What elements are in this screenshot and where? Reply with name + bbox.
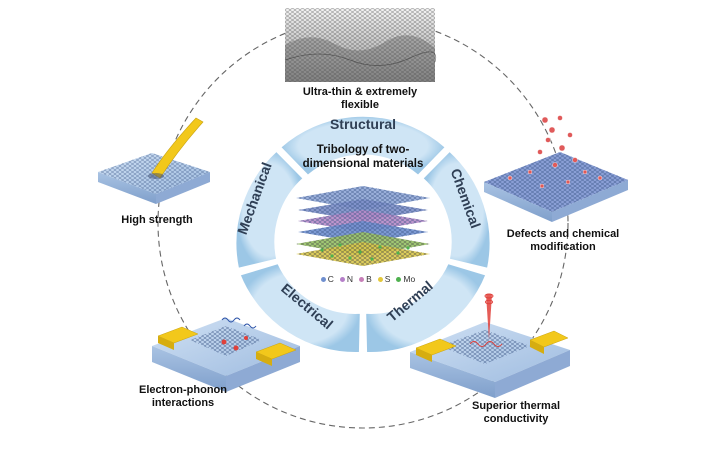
element-dot-icon bbox=[339, 277, 345, 282]
thermal-conductivity-illustration bbox=[410, 293, 570, 398]
ring-segment-thermal bbox=[364, 261, 488, 354]
element-symbol: S bbox=[384, 274, 391, 284]
element-legend-item: Mo bbox=[396, 274, 415, 284]
ring-segment-structural bbox=[278, 114, 448, 178]
ring-segment-mechanical bbox=[234, 149, 306, 271]
ring-label-structural: Structural bbox=[330, 116, 396, 132]
high-strength-illustration bbox=[98, 117, 210, 204]
caption-bottom-right-line2: conductivity bbox=[483, 413, 549, 425]
caption-bottom-left-line1: Electron-phonon bbox=[139, 384, 227, 396]
center-title-line1: Tribology of two- bbox=[316, 144, 410, 156]
ring-segment-electrical bbox=[238, 261, 362, 354]
center-title: Tribology of two- dimensional materials bbox=[285, 143, 441, 171]
element-legend-item: S bbox=[377, 274, 391, 284]
ring-segment-chemical bbox=[420, 149, 492, 271]
element-symbol: C bbox=[327, 274, 334, 284]
element-legend-item: B bbox=[359, 274, 372, 284]
caption-bottom-left: Electron-phonon interactions bbox=[128, 384, 238, 410]
caption-bottom-right-line1: Superior thermal bbox=[471, 400, 561, 412]
element-dot-icon bbox=[320, 277, 326, 282]
element-dot-icon bbox=[396, 277, 402, 282]
element-symbol: B bbox=[366, 274, 372, 284]
caption-right-line2: modification bbox=[530, 241, 596, 253]
element-legend-item: N bbox=[339, 274, 354, 284]
caption-top: Ultra-thin & extremely flexible bbox=[302, 86, 418, 111]
element-dot-icon bbox=[359, 277, 365, 282]
element-dot-icon bbox=[377, 277, 383, 282]
property-ring bbox=[234, 114, 492, 354]
center-title-line2: dimensional materials bbox=[302, 158, 424, 170]
chemical-modification-illustration bbox=[484, 115, 628, 222]
element-legend-item: C bbox=[320, 274, 334, 284]
element-legend: C N B S Mo bbox=[293, 274, 443, 284]
caption-right-line1: Defects and chemical bbox=[506, 228, 620, 240]
element-symbol: Mo bbox=[403, 274, 416, 284]
caption-left: High strength bbox=[121, 214, 193, 226]
caption-bottom-right: Superior thermal conductivity bbox=[456, 400, 576, 426]
layered-material-stack bbox=[296, 186, 430, 266]
caption-right: Defects and chemical modification bbox=[488, 228, 638, 254]
caption-bottom-left-line2: interactions bbox=[151, 397, 215, 409]
electron-phonon-illustration bbox=[152, 317, 300, 392]
element-symbol: N bbox=[346, 274, 354, 284]
flexible-membrane-illustration bbox=[284, 8, 437, 82]
